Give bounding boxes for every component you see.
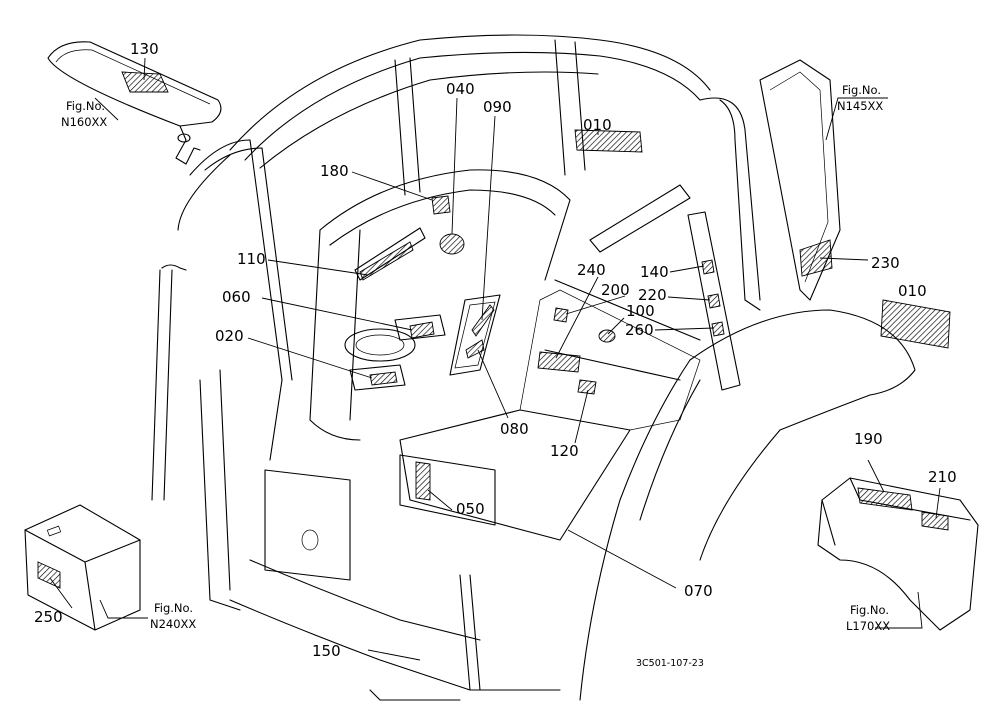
callout-090: 090: [483, 98, 512, 116]
callout-050: 050: [456, 500, 485, 518]
cab-frame-drawing: [151, 34, 916, 701]
sun-visor-drawing: [47, 41, 222, 165]
label-250: [37, 561, 61, 589]
label-200: [553, 307, 569, 323]
callout-100: 100: [626, 302, 655, 320]
hood-drawing: [817, 477, 979, 631]
label-220: [707, 293, 721, 309]
label-040: [439, 233, 465, 255]
callout-010-side: 010: [898, 282, 927, 300]
figref-l170-label: Fig.No.: [850, 603, 889, 617]
callout-110: 110: [237, 250, 266, 268]
callout-140: 140: [640, 263, 669, 281]
callout-200: 200: [601, 281, 630, 299]
callout-250: 250: [34, 608, 63, 626]
label-210: [921, 511, 949, 531]
label-230: [799, 239, 833, 277]
label-010-side: [880, 299, 951, 349]
figref-n160-label: Fig.No.: [66, 99, 105, 113]
callout-numbers: 130 040 090 010 180 110 060 020 240 140 …: [34, 40, 957, 660]
callout-240: 240: [577, 261, 606, 279]
callout-130: 130: [130, 40, 159, 58]
callout-220: 220: [638, 286, 667, 304]
callout-150: 150: [312, 642, 341, 660]
callout-040: 040: [446, 80, 475, 98]
callout-010-rear: 010: [583, 116, 612, 134]
drawing-number: 3C501-107-23: [636, 658, 704, 669]
label-190: [857, 487, 913, 511]
label-140: [701, 259, 715, 275]
figref-n240-label: Fig.No.: [154, 601, 193, 615]
callout-060: 060: [222, 288, 251, 306]
label-020: [369, 371, 398, 386]
callout-190: 190: [854, 430, 883, 448]
figref-n145-code: N145XX: [837, 99, 883, 113]
figref-n160-code: N160XX: [61, 115, 107, 129]
label-130-visor: [121, 71, 169, 93]
box-drawing: [24, 504, 141, 631]
callout-260: 260: [625, 321, 654, 339]
callout-020: 020: [215, 327, 244, 345]
label-180: [431, 195, 451, 215]
callout-080: 080: [500, 420, 529, 438]
callout-210: 210: [928, 468, 957, 486]
label-010-rear: [574, 129, 643, 153]
callout-070: 070: [684, 582, 713, 600]
label-240: [537, 351, 581, 373]
label-120: [577, 379, 597, 395]
callout-230: 230: [871, 254, 900, 272]
label-110: [359, 241, 414, 281]
label-080: [465, 339, 485, 359]
label-260: [711, 321, 725, 337]
label-100: [598, 329, 616, 343]
figure-references: Fig.No. N160XX Fig.No. N145XX Fig.No. N2…: [61, 83, 890, 633]
callout-180: 180: [320, 162, 349, 180]
label-090: [471, 304, 495, 337]
leader-lines: [49, 57, 941, 661]
label-050: [415, 461, 431, 501]
cab-decals: [359, 129, 951, 501]
figref-n145-label: Fig.No.: [842, 83, 881, 97]
figref-n240-code: N240XX: [150, 617, 196, 631]
figref-l170-code: L170XX: [846, 619, 890, 633]
callout-120: 120: [550, 442, 579, 460]
label-060: [409, 321, 435, 339]
